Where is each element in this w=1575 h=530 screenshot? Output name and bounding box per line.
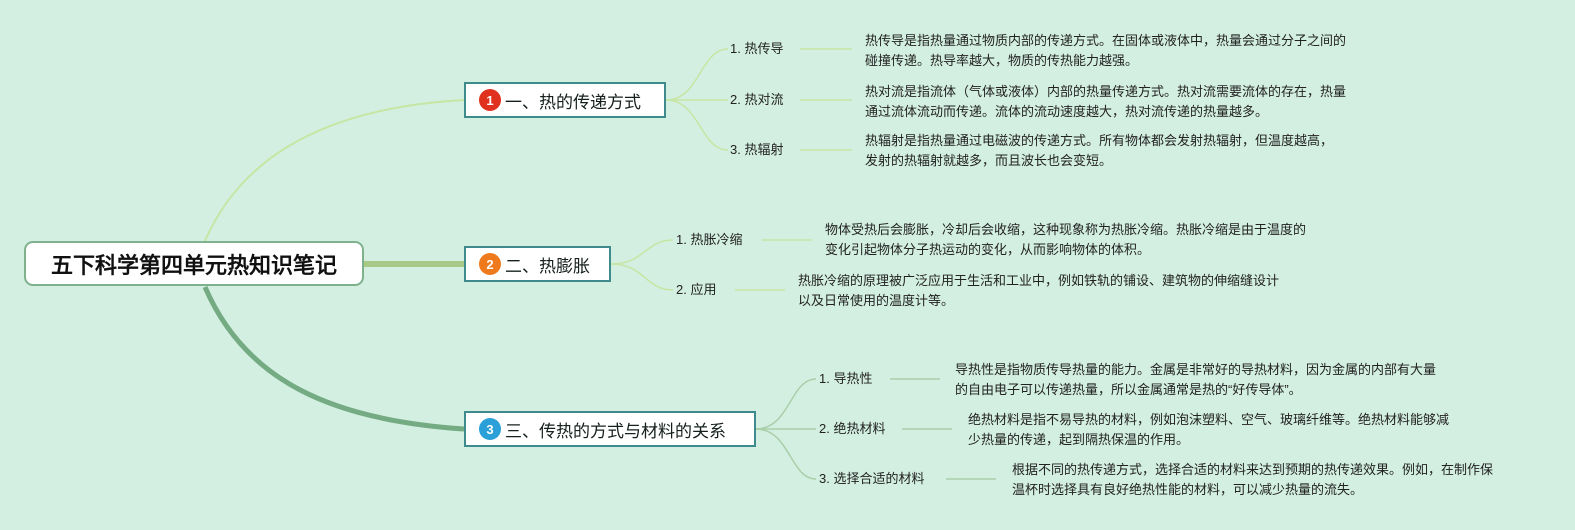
connector-root-branch-3 [202,286,465,432]
connector-root-branch-1 [204,99,465,242]
branch-label: 一、热的传递方式 [505,92,641,112]
subtopic-convection[interactable]: 2. 热对流 [730,92,784,107]
badge-1-icon: 1 [479,89,501,111]
subtopic-application[interactable]: 2. 应用 [676,282,717,297]
desc-insulation[interactable]: 绝热材料是指不易导热的材料，例如泡沫塑料、空气、玻璃纤维等。绝热材料能够减少热量… [968,412,1450,447]
badge-2-icon: 2 [479,253,501,275]
desc-conductivity[interactable]: 导热性是指物质传导热量的能力。金属是非常好的导热材料，因为金属的内部有大量的自由… [955,362,1437,397]
subtopic-material-choice[interactable]: 3. 选择合适的材料 [819,471,925,486]
badge-3-icon: 3 [479,418,501,440]
branch-label: 二、热膨胀 [505,256,590,276]
desc-expansion-contraction[interactable]: 物体受热后会膨胀，冷却后会收缩，这种现象称为热胀冷缩。热胀冷缩是由于温度的变化引… [825,222,1307,257]
connector-b2-s2 [610,263,674,291]
connector-b3-s3 [755,428,817,480]
connector-b1-s3 [665,99,729,151]
subtopic-expansion-contraction[interactable]: 1. 热胀冷缩 [676,232,743,247]
subtopic-conduction[interactable]: 1. 热传导 [730,41,784,56]
subtopic-insulation[interactable]: 2. 绝热材料 [819,421,886,436]
desc-conduction[interactable]: 热传导是指热量通过物质内部的传递方式。在固体或液体中，热量会通过分子之间的碰撞传… [865,33,1347,68]
subtopic-radiation[interactable]: 3. 热辐射 [730,142,784,157]
desc-convection[interactable]: 热对流是指流体（气体或液体）内部的热量传递方式。热对流需要流体的存在，热量通过流… [865,84,1347,119]
branch-transfer-materials[interactable]: 3 三、传热的方式与材料的关系 [464,411,756,447]
root-topic[interactable]: 五下科学第四单元热知识笔记 [24,241,364,286]
desc-application[interactable]: 热胀冷缩的原理被广泛应用于生活和工业中，例如铁轨的铺设、建筑物的伸缩缝设计以及日… [798,273,1280,308]
branch-label: 三、传热的方式与材料的关系 [505,421,726,441]
branch-thermal-expansion[interactable]: 2 二、热膨胀 [464,246,611,282]
desc-material-choice[interactable]: 根据不同的热传递方式，选择合适的材料来达到预期的热传递效果。例如，在制作保温杯时… [1012,462,1494,497]
subtopic-conductivity[interactable]: 1. 导热性 [819,371,873,386]
branch-heat-transfer[interactable]: 1 一、热的传递方式 [464,82,666,118]
connector-b2-s1 [610,239,674,265]
connector-b1-s1 [665,48,729,101]
root-topic-label: 五下科学第四单元热知识笔记 [50,252,337,278]
desc-radiation[interactable]: 热辐射是指热量通过电磁波的传递方式。所有物体都会发射热辐射，但温度越高，发射的热… [865,133,1334,168]
connector-b3-s1 [755,378,817,430]
